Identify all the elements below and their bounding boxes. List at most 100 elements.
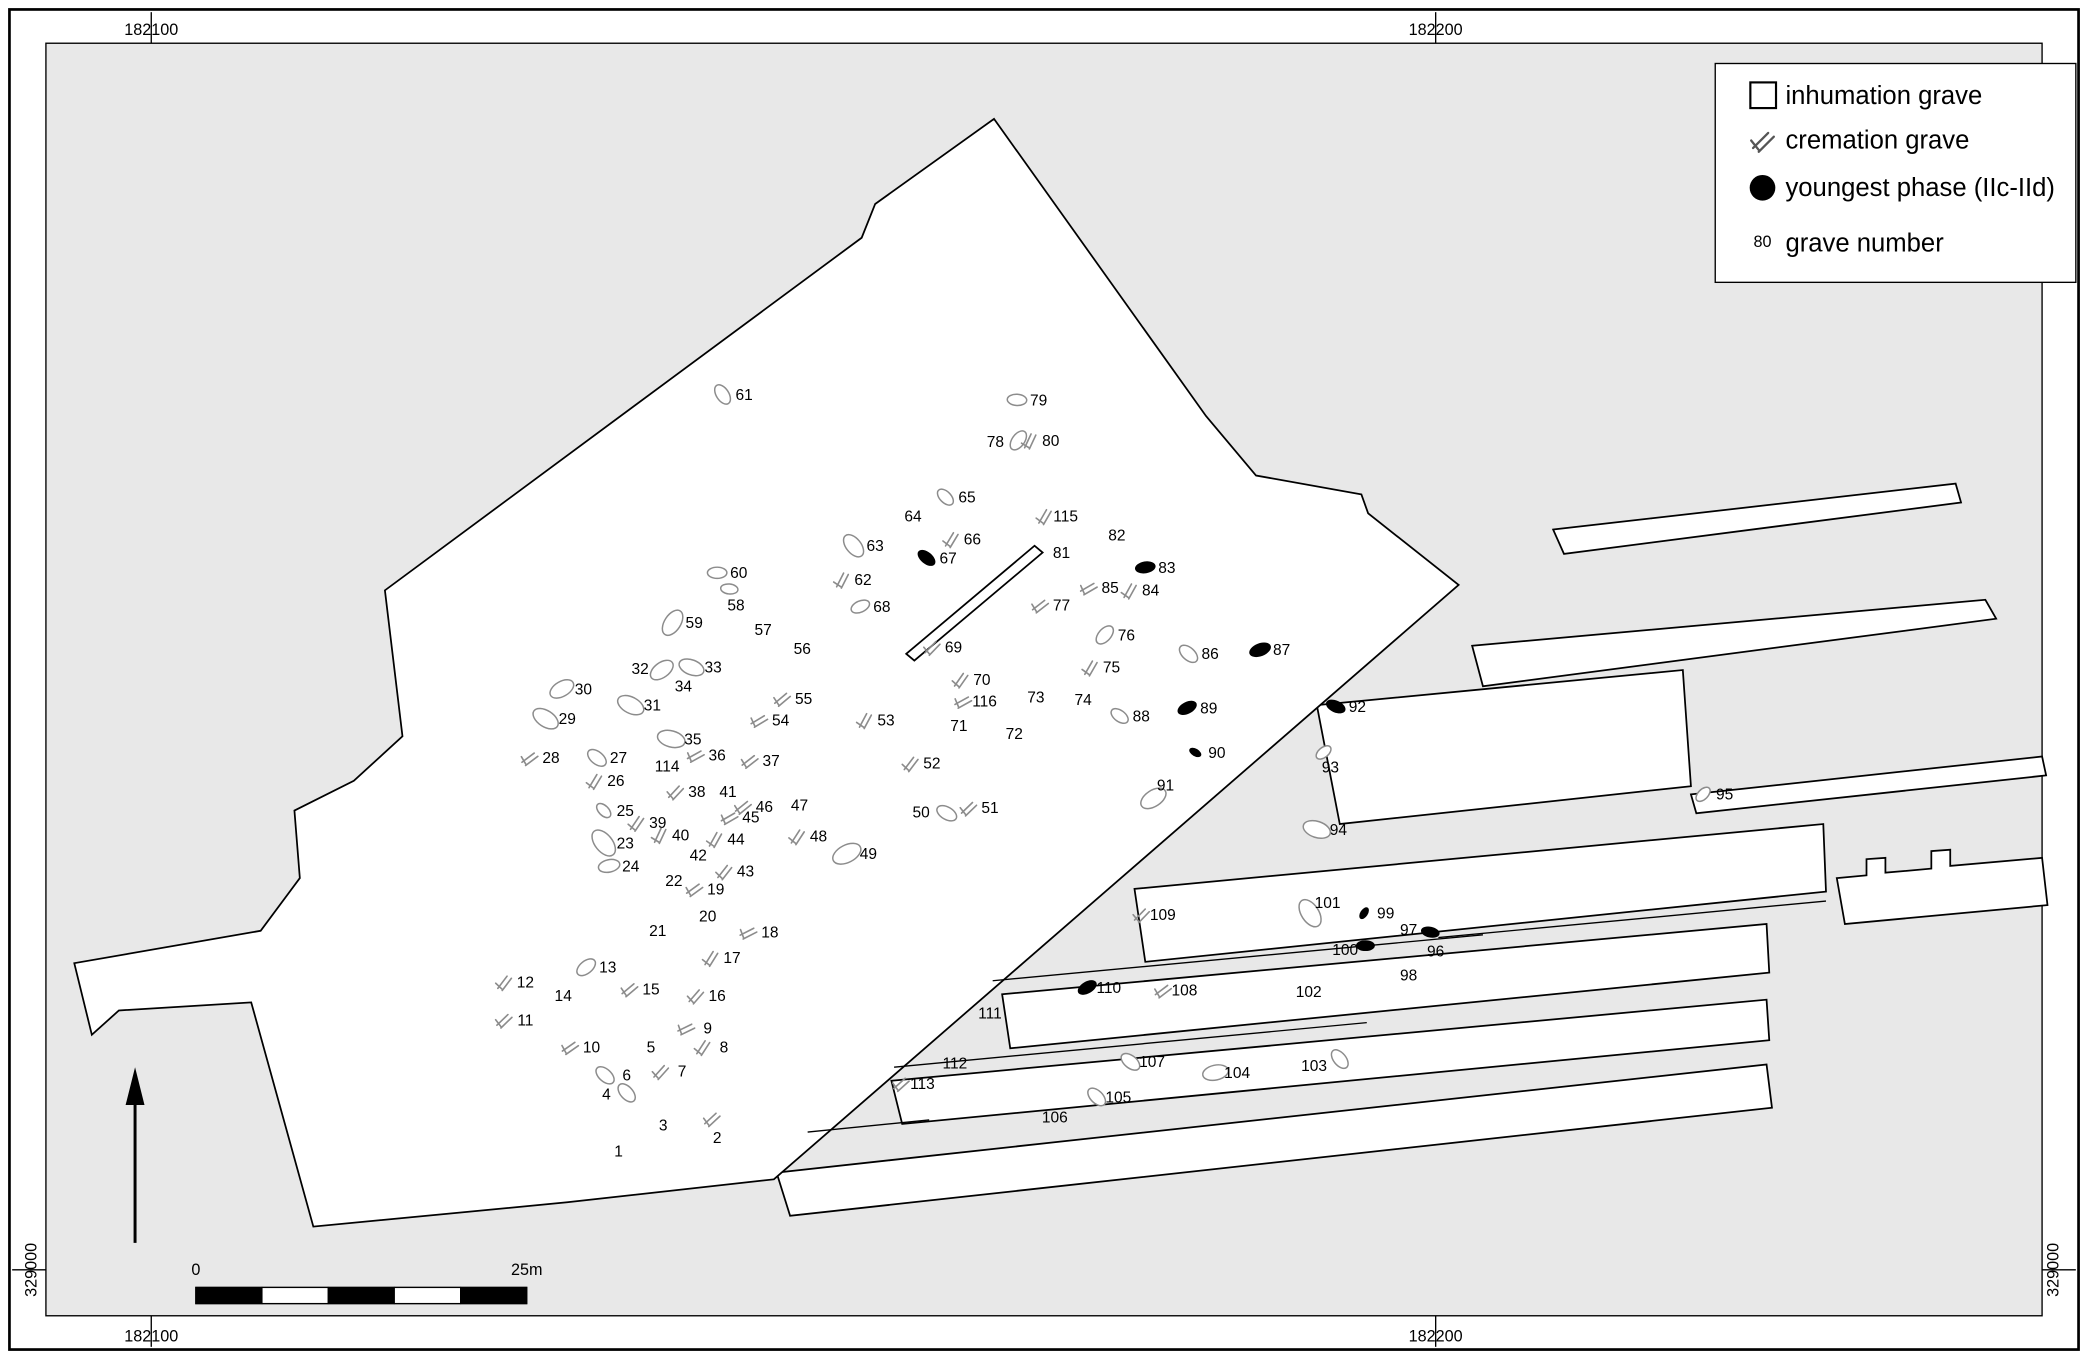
grave-93: 93 [1315,745,1339,777]
grave-114: 114 [655,758,680,775]
cremation-grave-marker [1081,660,1098,677]
grave-23: 23 [591,829,634,857]
inhumation-grave-marker [616,694,645,716]
grave-57: 57 [754,622,771,639]
trench-edge-line [894,1021,1367,1068]
inhumation-grave-marker [597,858,621,874]
cremation-grave-marker [1031,599,1050,614]
grave-103: 103 [1301,1049,1349,1075]
legend-label-grave-number: grave number [1785,229,1944,257]
grave-67: 67 [917,549,957,567]
grave-97: 97 [1400,922,1417,939]
grave-31: 31 [616,694,661,716]
grave-number: 68 [873,599,890,616]
grave-number: 84 [1142,583,1160,600]
grave-71: 71 [950,718,967,735]
grave-number: 15 [642,981,659,998]
grave-47: 47 [791,798,808,815]
inhumation-grave-marker [1330,1049,1349,1070]
grave-number: 4 [602,1087,611,1104]
cremation-grave-marker [693,1040,711,1057]
cremation-grave-marker [705,831,723,849]
grave-number: 48 [810,829,827,846]
grave-44: 44 [705,831,745,849]
grave-30: 30 [549,679,593,699]
youngest-phase-marker [917,549,936,566]
inhumation-grave-marker [1302,819,1332,840]
coord-left: 329000 [22,1243,40,1297]
scale-outline [195,1286,528,1305]
youngest-phase-marker [1355,940,1375,952]
cremation-grave-marker [494,975,513,992]
grave-90: 90 [1189,745,1226,762]
grave-48: 48 [788,829,827,846]
inhumation-grave-marker [1087,1087,1107,1107]
grave-number: 74 [1075,692,1093,709]
youngest-phase-marker [1249,642,1271,658]
grave-number: 30 [575,681,593,698]
cremation-grave-marker [666,785,685,801]
grave-46: 46 [733,799,773,816]
grave-58: 58 [719,583,745,615]
grave-number: 95 [1716,787,1733,804]
legend-label-cremation: cremation grave [1785,127,1969,155]
grave-number: 78 [987,434,1004,451]
grave-number: 54 [772,712,790,729]
grave-number: 80 [1042,433,1060,450]
cremation-grave-marker [720,812,739,826]
grave-37: 37 [740,753,780,770]
cremation-grave-marker [620,983,639,998]
inhumation-grave-marker [576,958,597,977]
inhumation-grave-marker [1202,1064,1230,1082]
grave-105: 105 [1087,1087,1131,1107]
trench-strip [890,998,1771,1125]
grave-number: 26 [607,773,624,790]
grave-76: 76 [1095,625,1135,645]
legend-label-youngest: youngest phase (IIc-IId) [1785,174,2055,202]
trench-edge-line [807,1119,930,1133]
grave-51: 51 [959,800,999,817]
grave-number: 3 [659,1118,668,1135]
inhumation-grave-marker [591,829,617,857]
grave-number: 70 [973,672,991,689]
grave-number: 60 [730,565,748,582]
grave-number: 66 [964,531,981,548]
coord-bottom-left: 182100 [124,1327,178,1345]
grave-number: 31 [644,698,661,715]
grave-number: 12 [517,975,534,992]
inhumation-grave-marker [649,659,674,681]
grave-number: 5 [647,1039,656,1056]
grave-number: 71 [950,718,967,735]
scale-max-label: 25m [511,1261,542,1279]
grave-11: 11 [494,1012,533,1029]
youngest-phase-marker [1134,561,1156,574]
coord-top-right: 182200 [1409,21,1463,39]
grave-number: 6 [622,1068,631,1085]
cremation-grave-marker [1120,583,1137,600]
grave-49: 49 [832,842,877,865]
cremation-grave-marker [677,1023,696,1036]
grave-number: 22 [665,873,682,890]
youngest-phase-marker [1420,926,1440,938]
grave-111: 111 [978,1006,1002,1023]
cremation-grave-marker [739,927,758,940]
grave-40: 40 [650,827,690,844]
grave-115: 115 [1035,508,1078,525]
inhumation-grave-marker [617,1083,636,1103]
grave-number: 107 [1139,1054,1165,1071]
grave-number: 81 [1053,545,1070,562]
grave-87: 87 [1249,642,1290,659]
inhumation-grave-marker [706,566,728,580]
grave-number: 38 [688,784,705,801]
grave-50: 50 [912,804,958,822]
grave-number: 87 [1273,642,1290,659]
grave-102: 102 [1296,984,1322,1001]
grave-34: 34 [675,679,693,696]
grave-number: 17 [723,950,740,967]
grave-number: 108 [1172,983,1198,1000]
grave-number: 33 [704,660,721,677]
grave-83: 83 [1134,560,1176,577]
grave-3: 3 [659,1118,668,1135]
grave-73: 73 [1027,689,1044,706]
grave-number: 61 [736,387,753,404]
